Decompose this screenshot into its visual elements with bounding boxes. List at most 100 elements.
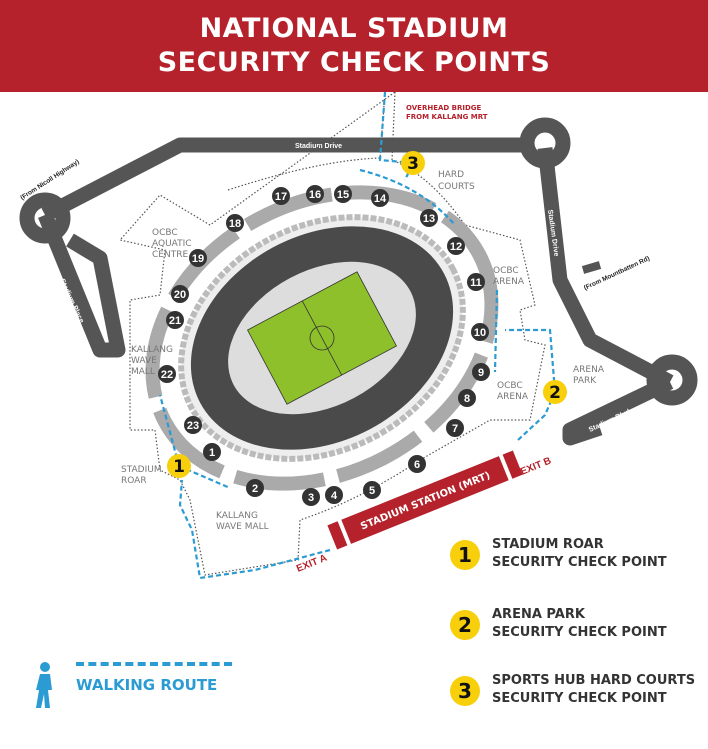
gate-number: 8: [464, 393, 470, 405]
gate-number: 5: [369, 485, 375, 497]
gate-16: 16: [306, 185, 324, 203]
overhead-bridge-label-1: OVERHEAD BRIDGE: [406, 104, 482, 112]
centre-circle: [309, 325, 335, 351]
checkpoint-2-desc: SECURITY CHECK POINT: [492, 625, 667, 640]
gate-number: 2: [252, 483, 258, 495]
title-line-1: NATIONAL STADIUM: [199, 13, 509, 44]
checkpoint-2-name: ARENA PARK: [492, 607, 585, 622]
gate-marker: [371, 189, 389, 207]
title-banner: NATIONAL STADIUM SECURITY CHECK POINTS: [0, 0, 708, 92]
outer-concourse: [145, 185, 499, 491]
aquatic-label-3: CENTRE: [152, 250, 188, 260]
checkpoint-3-marker[interactable]: 3: [401, 151, 425, 175]
checkpoint-2-marker[interactable]: 2: [543, 380, 567, 404]
gate-number: 3: [308, 492, 314, 504]
title-line-2: SECURITY CHECK POINTS: [157, 47, 551, 78]
arena-north-label-2: ARENA: [493, 277, 525, 287]
roundabout-top-right: [519, 117, 571, 169]
checkpoint-circle: [401, 151, 425, 175]
gate-marker: [184, 416, 202, 434]
checkpoint-2-badge: 2: [450, 610, 480, 640]
gate-2: 2: [246, 479, 264, 497]
kwm-north-label-2: WAVE: [131, 356, 157, 366]
gate-marker: [446, 419, 464, 437]
gate-marker: [189, 249, 207, 267]
kwm-south-label-1: KALLANG: [216, 511, 258, 521]
road-stadium-blvd: [562, 375, 674, 446]
gate-number: 14: [374, 193, 387, 205]
route-exit-a-to-cp1: [178, 479, 331, 580]
gate-number: 13: [423, 213, 435, 225]
checkpoint-circle: [543, 380, 567, 404]
kwm-north-label-3: MALL: [131, 367, 155, 377]
gate-number: 4: [331, 490, 338, 502]
gate-19: 19: [189, 249, 207, 267]
person-walking-icon: [36, 662, 52, 708]
checkpoint-1-badge: 1: [450, 540, 480, 570]
gate-marker: [334, 185, 352, 203]
gate-number: 19: [192, 253, 204, 265]
gate-6: 6: [408, 455, 426, 473]
gate-5: 5: [363, 481, 381, 499]
label-from-mountbatten: (From Mountbatten Rd): [583, 255, 651, 292]
gate-11: 11: [467, 273, 485, 291]
checkpoint-1-marker[interactable]: 1: [167, 454, 191, 478]
kwm-south-label-2: WAVE MALL: [216, 522, 269, 532]
gate-number: 22: [161, 369, 173, 381]
gate-marker: [158, 365, 176, 383]
gate-marker: [447, 237, 465, 255]
gate-number: 11: [470, 277, 482, 289]
gate-marker: [246, 479, 264, 497]
walking-route-line: [76, 662, 232, 666]
gate-number: 9: [478, 367, 484, 379]
gate-4: 4: [325, 486, 343, 504]
gate-9: 9: [472, 363, 490, 381]
checkpoint-3-desc: SECURITY CHECK POINT: [492, 691, 667, 706]
checkpoint-circle: [167, 454, 191, 478]
gate-22: 22: [158, 365, 176, 383]
gate-marker: [302, 488, 320, 506]
checkpoint-1-desc: SECURITY CHECK POINT: [492, 555, 667, 570]
gate-number: 16: [309, 189, 321, 201]
arena-park-label-2: PARK: [573, 376, 597, 386]
arena-south-label-2: ARENA: [497, 392, 529, 402]
gate-marker: [363, 481, 381, 499]
gate-marker: [171, 285, 189, 303]
label-stadium-drive-top: Stadium Drive: [295, 143, 342, 150]
gate-marker: [420, 209, 438, 227]
stadium-roar-label-1: STADIUM: [121, 465, 162, 475]
gate-18: 18: [226, 214, 244, 232]
gate-marker: [226, 214, 244, 232]
gate-marker: [467, 273, 485, 291]
gate-20: 20: [171, 285, 189, 303]
stadium-roar-label-2: ROAR: [121, 476, 147, 486]
checkpoint-number: 1: [173, 457, 185, 477]
gate-number: 7: [452, 423, 458, 435]
roundabout-bottom-right: [646, 354, 698, 406]
gate-21: 21: [166, 311, 184, 329]
gate-marker: [203, 443, 221, 461]
gate-marker: [325, 486, 343, 504]
gate-3: 3: [302, 488, 320, 506]
gate-number: 10: [474, 327, 486, 339]
hard-courts-label-1: HARD: [438, 170, 464, 180]
gate-marker: [272, 187, 290, 205]
gate-number: 20: [174, 289, 186, 301]
exit-b-label[interactable]: EXIT B: [519, 456, 553, 478]
overhead-bridge-label-2: FROM KALLANG MRT: [406, 113, 488, 121]
arena-park-label-1: ARENA: [573, 365, 605, 375]
gate-7: 7: [446, 419, 464, 437]
gate-number: 6: [414, 459, 420, 471]
aquatic-label-1: OCBC: [152, 228, 178, 238]
route-bridge-to-cp3: [359, 91, 456, 226]
gate-14: 14: [371, 189, 389, 207]
walking-routes: [158, 91, 557, 580]
gate-marker: [166, 311, 184, 329]
gate-12: 12: [447, 237, 465, 255]
gate-number: 15: [337, 189, 349, 201]
route-exit-b-to-cp2: [493, 289, 557, 441]
gate-number: 1: [209, 447, 215, 459]
aquatic-label-2: AQUATIC: [152, 239, 192, 249]
